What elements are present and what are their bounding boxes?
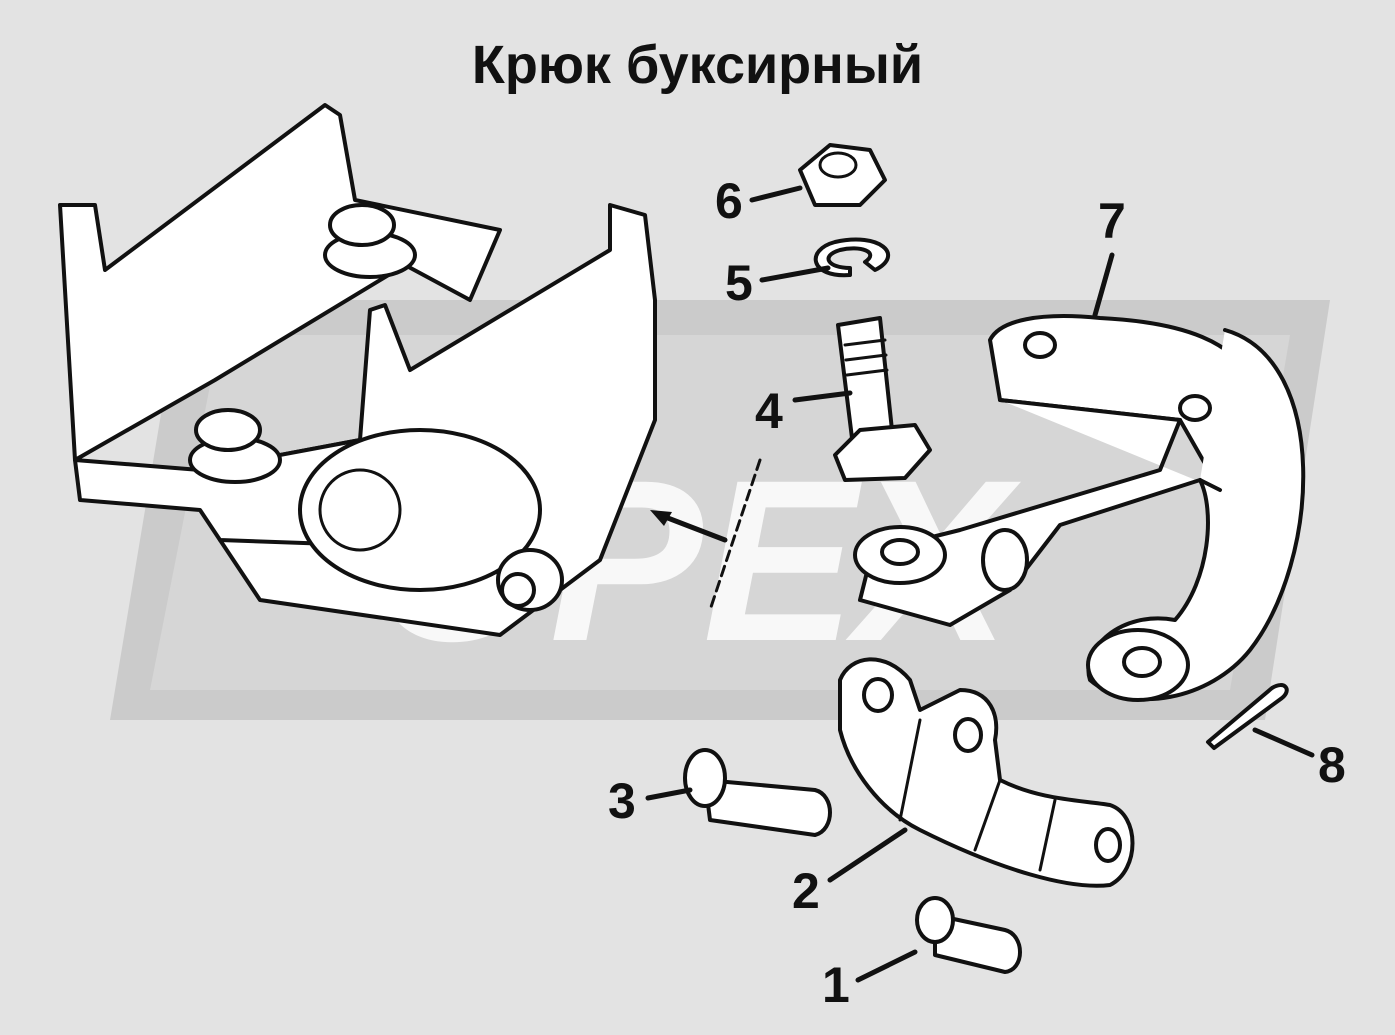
callout-7: 7 bbox=[1098, 193, 1126, 249]
part-5-washer bbox=[813, 237, 890, 278]
bracket-nut-left bbox=[188, 408, 282, 484]
callout-6: 6 bbox=[715, 173, 743, 229]
hook-top-hole-left bbox=[1023, 331, 1057, 359]
bracket-nut-right bbox=[496, 548, 564, 612]
latch-hole-right bbox=[1094, 827, 1122, 863]
bracket-assembly bbox=[58, 103, 657, 637]
callout-4: 4 bbox=[755, 383, 783, 439]
callout-5: 5 bbox=[725, 255, 753, 311]
hook-arm bbox=[858, 398, 1222, 627]
hook-eye-hole bbox=[1122, 646, 1162, 678]
part-7-hook bbox=[853, 314, 1306, 702]
housing-bore bbox=[318, 468, 402, 552]
hook-side-boss bbox=[981, 528, 1029, 592]
leader-4 bbox=[792, 390, 853, 403]
callout-1: 1 bbox=[822, 957, 850, 1013]
leader-5 bbox=[759, 265, 831, 283]
callout-8: 8 bbox=[1318, 737, 1346, 793]
part-4-bolt bbox=[833, 316, 932, 482]
latch-hole-middle bbox=[953, 717, 983, 753]
leader-8 bbox=[1252, 727, 1315, 758]
bracket-back-plate bbox=[58, 103, 502, 462]
leader-3 bbox=[645, 787, 693, 801]
part-2-latch bbox=[838, 657, 1135, 888]
hook-arm-hole bbox=[880, 538, 920, 566]
callout-2: 2 bbox=[792, 863, 820, 919]
leader-lines bbox=[645, 185, 1315, 983]
hook-top-hole-right bbox=[1178, 394, 1212, 422]
part-3-pin bbox=[683, 748, 832, 837]
part-1-pin bbox=[915, 896, 1022, 974]
page-title: Крюк буксирный bbox=[471, 35, 924, 95]
part-8-cotter-pin bbox=[1206, 683, 1289, 750]
latch-hole-left bbox=[862, 677, 894, 713]
leader-2 bbox=[827, 827, 908, 883]
callout-labels: 6 5 4 7 8 3 2 1 bbox=[608, 173, 1346, 1013]
leader-7 bbox=[1092, 252, 1115, 318]
leader-1 bbox=[855, 949, 918, 983]
part-6-nut bbox=[798, 143, 887, 207]
callout-3: 3 bbox=[608, 773, 636, 829]
leader-6 bbox=[749, 185, 803, 203]
assembly-arrow bbox=[650, 458, 762, 612]
bracket-nut-top bbox=[323, 203, 417, 279]
